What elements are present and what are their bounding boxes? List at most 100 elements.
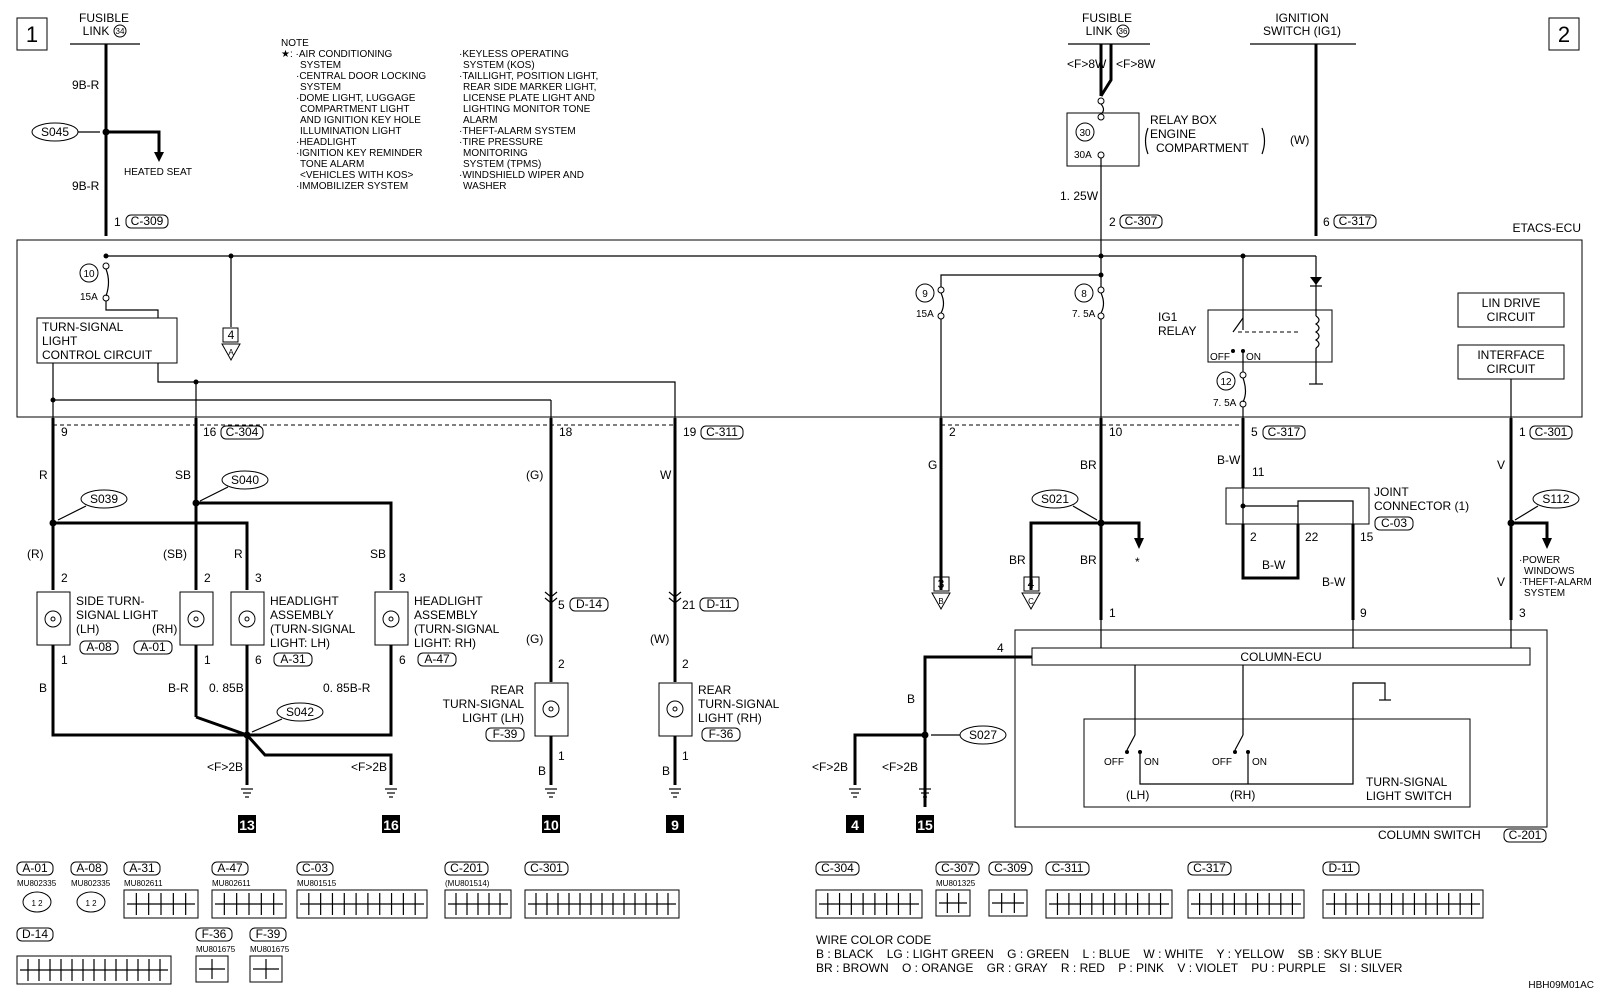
connector-body	[211, 889, 287, 919]
connector-body	[76, 891, 106, 913]
switch-arm-lh	[1126, 734, 1136, 751]
note-line: ILLUMINATION LIGHT	[300, 126, 402, 137]
connector-view-tag	[16, 861, 54, 876]
column-switch-label: COLUMN SWITCH	[1378, 828, 1481, 842]
note-line: ·IMMOBILIZER SYSTEM	[296, 181, 408, 192]
interface-line1: INTERFACE	[1477, 348, 1544, 362]
note-line: LICENSE PLATE LIGHT AND	[463, 93, 595, 104]
wire-label-f2b: <F>2B	[812, 760, 848, 774]
head-rh-line1: HEADLIGHT	[414, 594, 483, 608]
connector-view-code: C-201	[450, 861, 483, 875]
wire-label-v: V	[1497, 458, 1505, 472]
relay-off: OFF	[1210, 352, 1230, 363]
ground-icon	[385, 788, 397, 798]
note-line: TONE ALARM	[300, 159, 364, 170]
wire-label-9br: 9B-R	[72, 179, 100, 193]
pin-column-3: 3	[1519, 606, 1526, 620]
lin-line1: LIN DRIVE	[1482, 296, 1541, 310]
pin-c309: 1	[114, 215, 121, 229]
rear-lh-line1: REAR	[491, 683, 525, 697]
connector-tag-c201	[1503, 828, 1547, 843]
note-line: SYSTEM (TPMS)	[463, 159, 541, 170]
note-line: AND IGNITION KEY HOLE	[300, 115, 421, 126]
wire-label-b: B	[907, 692, 915, 706]
connector-body	[815, 889, 923, 919]
pin: 6	[255, 653, 262, 667]
pin-2: 2	[949, 425, 956, 439]
fuse-number-circle	[1116, 24, 1130, 38]
pin: 6	[399, 653, 406, 667]
pin-19: 19	[683, 425, 697, 439]
fuse-10-number: 10	[83, 269, 95, 280]
connector-view-part: MU801675	[250, 945, 290, 954]
ground-badge	[846, 815, 864, 833]
ground-icon	[545, 788, 557, 798]
wire-label-bw: B-W	[1217, 453, 1241, 467]
pin-d14: 5	[558, 598, 565, 612]
wire-label-v2: V	[1497, 575, 1505, 589]
connector-view-code: C-03	[302, 861, 328, 875]
contact	[1233, 750, 1237, 754]
lamp-rear-lh	[534, 682, 569, 737]
leader-line	[57, 505, 87, 521]
note-line: MONITORING	[463, 148, 528, 159]
rear-lh-line3: LIGHT (LH)	[462, 711, 524, 725]
connector-c317: C-317	[1339, 214, 1372, 228]
connector-body	[249, 955, 283, 983]
connector-a31: A-31	[280, 652, 306, 666]
connector-view-tag	[70, 861, 108, 876]
connector-view-part: MU801675	[196, 945, 236, 954]
arrow-icon	[1134, 538, 1144, 549]
splice-label-s021: S021	[1041, 492, 1069, 506]
inline-connector-icon	[544, 591, 558, 604]
note-line: ·DOME LIGHT, LUGGAGE	[296, 93, 416, 104]
pin: 3	[399, 571, 406, 585]
note-title: NOTE	[281, 38, 309, 49]
pin-10: 10	[1109, 425, 1123, 439]
splice-label-s040: S040	[231, 473, 259, 487]
ground-number: 10	[543, 817, 559, 833]
ig1-relay-box	[1207, 309, 1333, 363]
pin-c307: 2	[1109, 215, 1116, 229]
ref-box	[933, 576, 950, 592]
connector-c304: C-304	[226, 425, 259, 439]
junction	[103, 253, 109, 259]
fuse-element	[105, 268, 110, 297]
connector-view-code: A-01	[22, 861, 48, 875]
ground-badge	[382, 815, 400, 833]
ground-number-badges: 13 16 10 9 4 15	[238, 815, 934, 833]
head-rh-line3: (TURN-SIGNAL	[414, 622, 500, 636]
note-line: ·WINDSHIELD WIPER AND	[459, 170, 584, 181]
tsl-circuit-line3: CONTROL CIRCUIT	[42, 348, 153, 362]
pin: 2	[204, 571, 211, 585]
bracket	[1144, 127, 1149, 155]
wire-label-r-paren: (R)	[27, 547, 44, 561]
leader-line	[199, 486, 229, 502]
splice-tag-s021	[1031, 489, 1079, 509]
connector-view-part: MU801515	[297, 879, 337, 888]
connector-c317b: C-317	[1268, 425, 1301, 439]
connector-body	[123, 889, 199, 919]
leader-line	[251, 718, 283, 733]
connector-pins: 1 2	[31, 899, 43, 908]
note-line: SYSTEM (KOS)	[463, 60, 535, 71]
junction	[50, 397, 56, 403]
connector-view-code: C-309	[994, 861, 1027, 875]
fusible-link-36-line1: FUSIBLE	[1082, 11, 1132, 25]
fuse-number-circle	[1075, 122, 1095, 142]
sheet-marker-box-2	[1548, 17, 1580, 51]
tsl-switch-line1: TURN-SIGNAL	[1366, 775, 1448, 789]
junction	[1098, 272, 1104, 278]
lamp-side-rh	[179, 591, 214, 646]
connector-c311: C-311	[706, 425, 738, 439]
ref-4a-num: 4	[228, 328, 235, 342]
wire-fuse9-in	[940, 274, 1101, 287]
connector-d11: D-11	[706, 597, 731, 611]
diode-icon	[1310, 277, 1322, 285]
pin-5: 5	[1251, 425, 1258, 439]
sheet-marker-2: 2	[1558, 22, 1570, 47]
pin-18: 18	[559, 425, 573, 439]
connector-view-part: MU802335	[17, 879, 57, 888]
connector-view-tag	[935, 861, 980, 876]
rear-rh-line1: REAR	[698, 683, 732, 697]
